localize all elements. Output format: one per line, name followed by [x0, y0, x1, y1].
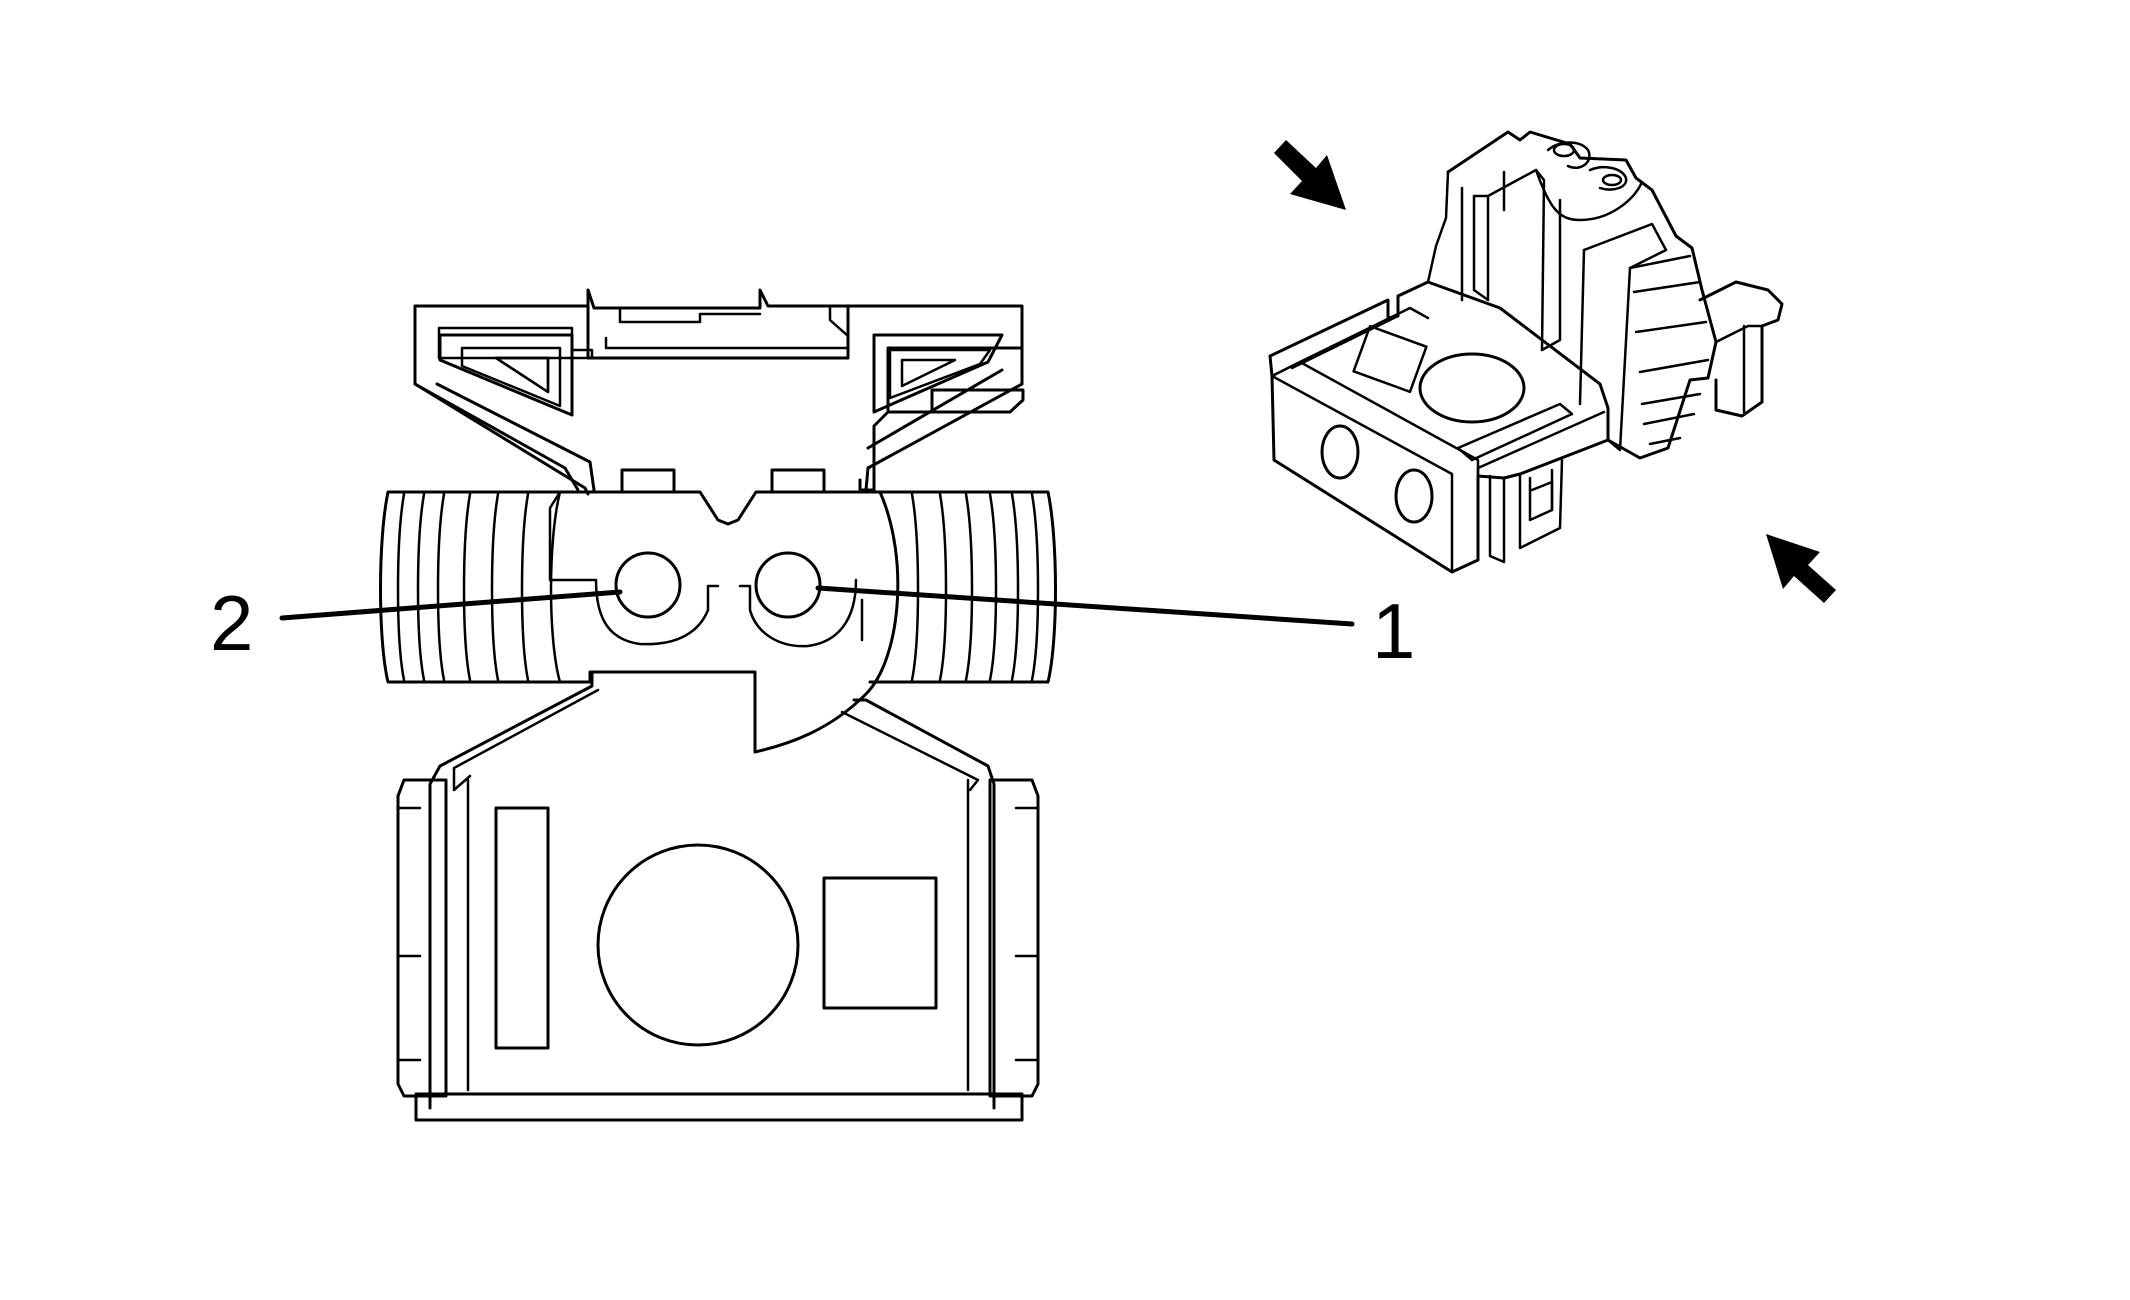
- iso-pin-hole: [1394, 468, 1434, 524]
- iso-pin-hole: [1320, 424, 1360, 480]
- pin-face: [548, 490, 900, 754]
- round-window: [596, 843, 800, 1047]
- callout-2: 2: [210, 579, 253, 667]
- connector-front-view: [379, 288, 1057, 1122]
- pin-cavity-1: [754, 551, 822, 619]
- arrow-icon: [1766, 534, 1836, 603]
- rib-band-left: [379, 490, 592, 684]
- callout-1: 1: [1372, 587, 1415, 675]
- square-window: [822, 876, 938, 1010]
- arrow-icon: [1274, 140, 1346, 210]
- connector-isometric-view: [1268, 130, 1784, 574]
- lower-housing: [396, 670, 1040, 1122]
- leader-line-1: [815, 585, 1355, 627]
- label-slot: [494, 806, 550, 1050]
- top-latch: [413, 288, 1025, 496]
- rib-band-right: [868, 490, 1057, 684]
- leader-line-2: [279, 589, 623, 621]
- pin-cavity-2: [614, 551, 682, 619]
- base-plate: [414, 1092, 1024, 1122]
